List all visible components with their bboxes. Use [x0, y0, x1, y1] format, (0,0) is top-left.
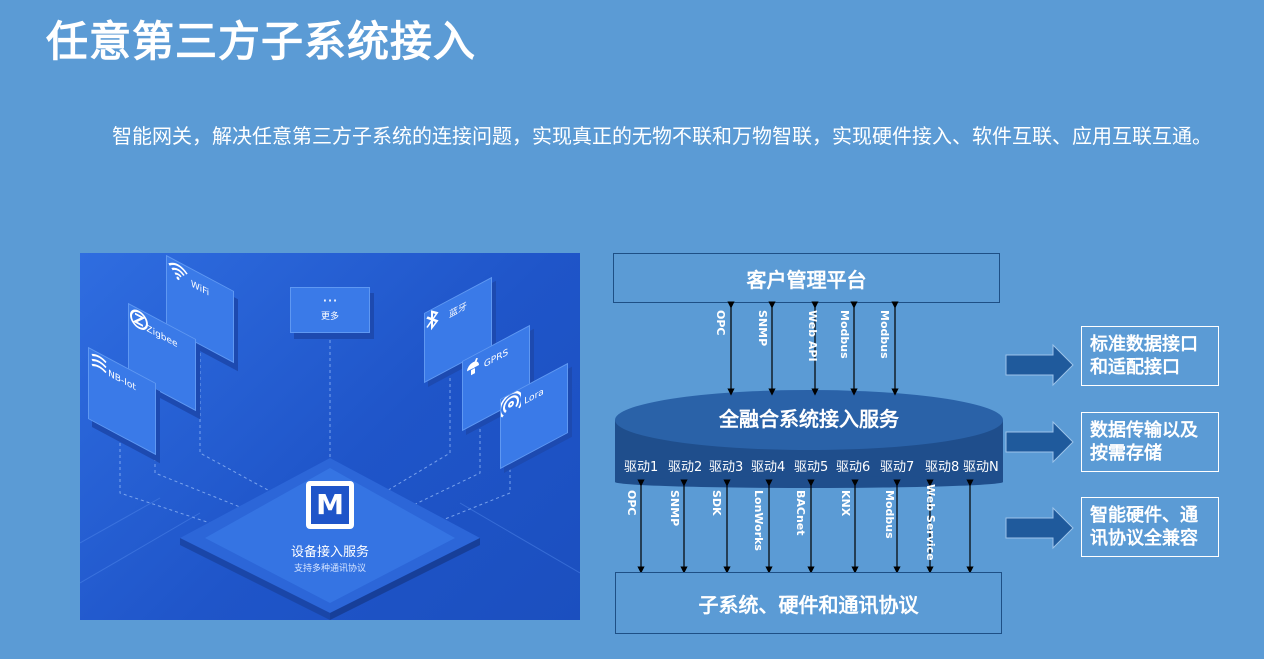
feature-line: 智能硬件、通	[1090, 505, 1198, 526]
upper-protocol-label: Web API	[806, 310, 819, 362]
lower-protocol-label: OPC	[625, 490, 638, 516]
card-nbiot: NB-Iot	[88, 346, 156, 456]
feature-line: 数据传输以及	[1090, 420, 1198, 441]
zigbee-icon	[129, 309, 195, 347]
card-gprs: GPRS	[462, 324, 530, 432]
subsystem-box: 子系统、硬件和通讯协议	[615, 572, 1002, 634]
driver-label: 驱动4	[751, 460, 786, 475]
lower-protocol-label: Modbus	[883, 490, 896, 539]
platform-title: 设备接入服务	[290, 545, 369, 560]
client-platform-label: 客户管理平台	[746, 267, 867, 292]
client-platform-box: 客户管理平台	[613, 253, 1000, 303]
core-service-label: 全融合系统接入服务	[719, 407, 899, 431]
subsystem-label: 子系统、硬件和通讯协议	[698, 592, 919, 617]
lower-protocol-label: KNX	[839, 490, 852, 517]
upper-protocol-label: Modbus	[838, 310, 851, 359]
lower-protocol-label: Web Service	[924, 484, 937, 561]
upper-protocol-label: SNMP	[756, 310, 769, 347]
feature-line: 讯协议全兼容	[1090, 528, 1198, 549]
bluetooth-icon	[425, 286, 491, 331]
driver-label: 驱动8	[925, 460, 960, 475]
lora-icon	[501, 372, 567, 418]
feature-arrow-icon	[1005, 506, 1074, 550]
card-zigbee: Zigbee	[128, 302, 196, 412]
feature-arrow-icon	[1005, 343, 1074, 387]
feature-box-interface: 标准数据接口 和适配接口	[1081, 326, 1219, 386]
driver-label: 驱动N	[963, 460, 999, 475]
upper-protocol-label: Modbus	[878, 310, 891, 359]
wifi-icon	[167, 262, 233, 299]
feature-box-compat: 智能硬件、通 讯协议全兼容	[1081, 497, 1219, 557]
card-lora: Lora	[500, 362, 568, 470]
feature-arrow-icon	[1005, 420, 1074, 464]
driver-label: 驱动2	[668, 460, 703, 475]
more-icon: ···	[322, 291, 338, 310]
feature-box-storage: 数据传输以及 按需存储	[1081, 412, 1219, 472]
lower-protocol-label: BACnet	[794, 490, 807, 536]
service-logo: M	[306, 481, 354, 529]
driver-label: 驱动1	[624, 460, 659, 475]
lower-protocol-label: SDK	[710, 490, 723, 516]
lower-protocol-label: LonWorks	[752, 490, 765, 551]
logo-m-icon: M	[311, 486, 349, 524]
feature-line: 和适配接口	[1090, 357, 1180, 378]
lower-protocol-label: SNMP	[668, 490, 681, 527]
upper-protocol-label: OPC	[714, 310, 727, 336]
core-cylinder-top	[615, 390, 1003, 450]
core-diagram	[615, 301, 1003, 574]
intro-paragraph: 智能网关，解决任意第三方子系统的连接问题，实现真正的无物不联和万物智联，实现硬件…	[112, 124, 1212, 148]
platform-subtitle: 支持多种通讯协议	[293, 564, 366, 574]
connection-lines	[80, 328, 580, 620]
card-bluetooth: 蓝牙	[424, 276, 492, 384]
gprs-icon	[463, 334, 529, 376]
driver-label: 驱动3	[709, 460, 744, 475]
card-wifi: WiFi	[166, 254, 234, 364]
device-access-illustration: WiFi Zigbee NB-Iot ··· 更多 蓝牙 GPRS Lora	[80, 253, 580, 620]
driver-label: 驱动7	[880, 460, 915, 475]
driver-label: 驱动5	[794, 460, 829, 475]
nbiot-icon	[89, 353, 155, 391]
driver-label: 驱动6	[836, 460, 871, 475]
card-more: ··· 更多	[290, 287, 370, 333]
feature-line: 按需存储	[1090, 443, 1162, 464]
page-title: 任意第三方子系统接入	[46, 17, 477, 66]
feature-line: 标准数据接口	[1090, 334, 1198, 355]
card-label: 更多	[320, 312, 339, 322]
